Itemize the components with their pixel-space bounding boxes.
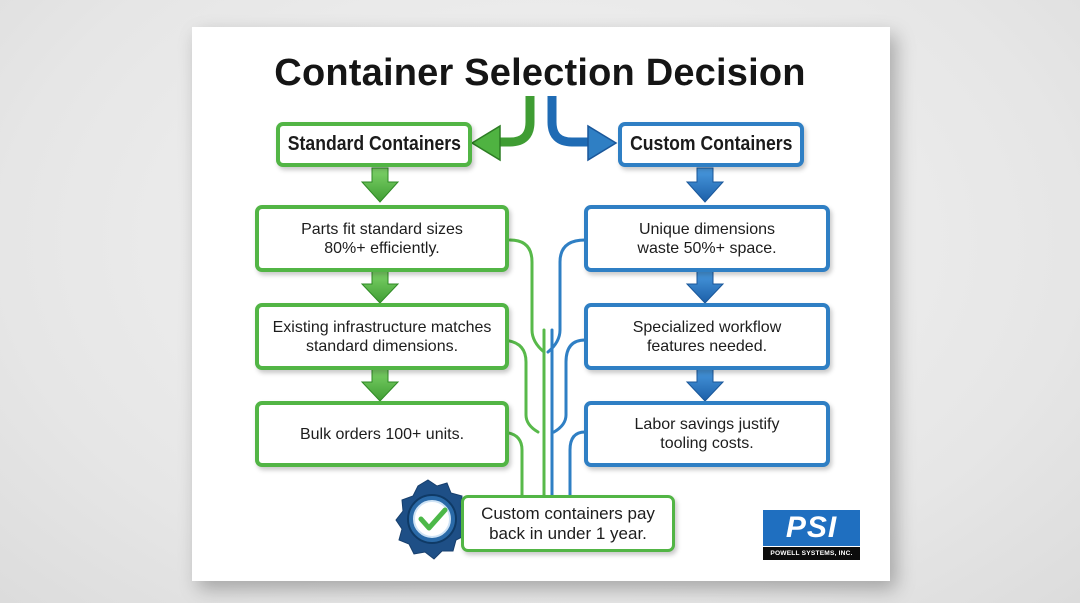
green-down-arrows xyxy=(360,167,400,402)
split-arrow-green-head xyxy=(470,124,501,162)
blue-connector-3 xyxy=(568,430,587,504)
custom-containers-header: Custom Containers xyxy=(618,122,804,167)
blue-connector-1 xyxy=(546,238,587,354)
green-connector-1 xyxy=(508,238,546,354)
blue-connector-2 xyxy=(552,338,587,434)
green-down-arrow-2 xyxy=(360,270,400,304)
custom-criterion-1: Unique dimensions waste 50%+ space. xyxy=(584,205,830,272)
psi-logo-company: POWELL SYSTEMS, INC. xyxy=(763,547,860,560)
result-box: Custom containers pay back in under 1 ye… xyxy=(461,495,675,552)
split-arrow-green xyxy=(496,96,535,147)
standard-criterion-3: Bulk orders 100+ units. xyxy=(255,401,509,467)
standard-criterion-2: Existing infrastructure matches standard… xyxy=(255,303,509,370)
green-connector-2 xyxy=(498,338,540,434)
psi-logo: PSI POWELL SYSTEMS, INC. xyxy=(763,510,860,560)
split-arrow-blue-head xyxy=(587,124,618,162)
blue-down-arrow-1 xyxy=(685,167,725,203)
page-title: Container Selection Decision xyxy=(274,52,806,94)
split-arrow-blue xyxy=(547,96,590,147)
standard-criterion-1: Parts fit standard sizes 80%+ efficientl… xyxy=(255,205,509,272)
blue-down-arrows xyxy=(685,167,725,402)
green-down-arrow-3 xyxy=(360,367,400,402)
custom-criterion-2: Specialized workflow features needed. xyxy=(584,303,830,370)
blue-down-arrow-2 xyxy=(685,270,725,304)
green-down-arrow-1 xyxy=(360,167,400,203)
blue-down-arrow-3 xyxy=(685,367,725,402)
psi-logo-mark: PSI xyxy=(763,510,860,546)
custom-criterion-3: Labor savings justify tooling costs. xyxy=(584,401,830,467)
check-badge-icon xyxy=(395,479,470,560)
standard-containers-header: Standard Containers xyxy=(276,122,472,167)
